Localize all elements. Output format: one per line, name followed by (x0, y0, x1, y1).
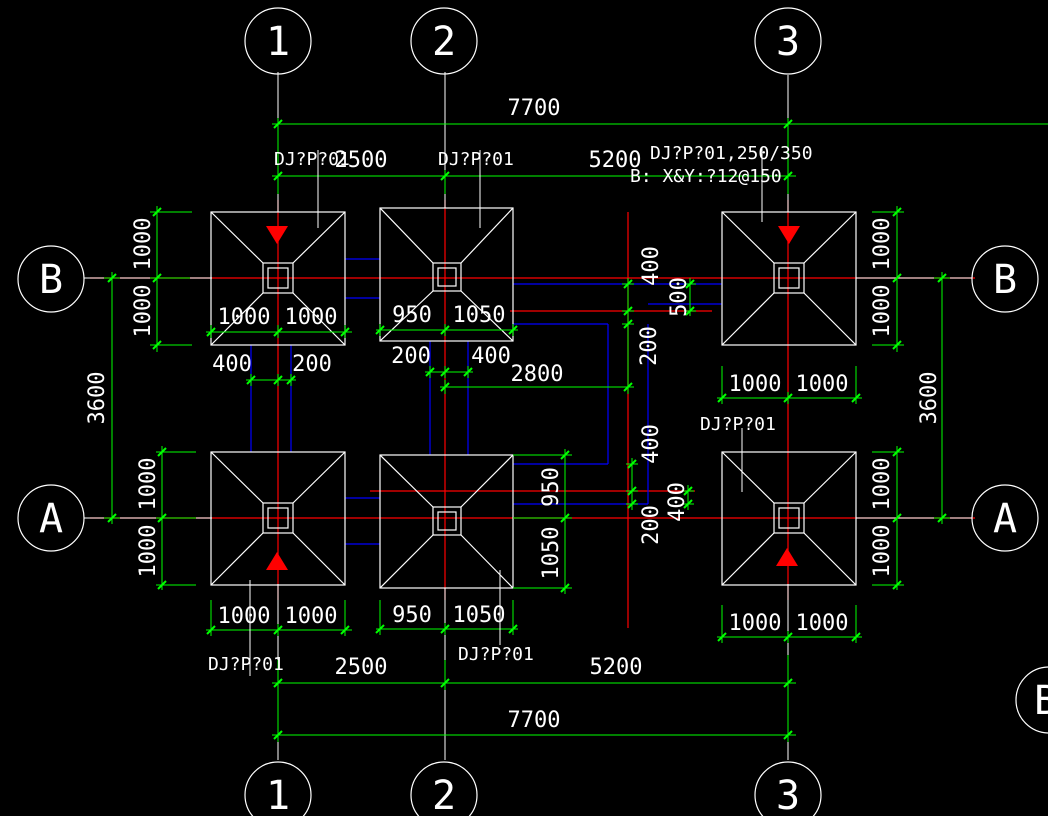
footing-tags: DJ?P?01 DJ?P?01 DJ?P?01,250/350 B: X&Y:?… (208, 143, 813, 675)
footing-b2 (379, 207, 514, 342)
marker-down-b1 (266, 226, 288, 244)
dim-a1-down: 1000 (136, 525, 161, 578)
grid-label-edge-right: B (1034, 678, 1048, 724)
dimension-texts: 7700 2500 5200 2500 5200 7700 1000 1000 … (85, 96, 942, 733)
tag-b3-rebar: B: X&Y:?12@150 (630, 166, 782, 187)
marker-up-a1 (266, 552, 288, 570)
grid-label-3-top: 3 (776, 19, 800, 65)
grid-bubbles (17, 7, 1048, 816)
dim-bottom-span-12: 2500 (335, 655, 388, 680)
axis-lines (90, 200, 975, 628)
grid-bubble-a-left (17, 484, 85, 552)
dim-mid-500: 500 (667, 277, 692, 317)
dim-a2-left: 950 (392, 603, 432, 628)
dim-mid-200-bot: 200 (639, 505, 664, 545)
leader-lines (249, 148, 763, 676)
section-markers (266, 226, 800, 570)
grid-bubble-3-bottom (754, 761, 822, 816)
dim-a2-right: 1050 (453, 603, 506, 628)
dim-b3-right: 1000 (796, 372, 849, 397)
dim-top-span-23: 5200 (589, 148, 642, 173)
dim-a1-left: 1000 (218, 604, 271, 629)
dim-a3-right: 1000 (796, 611, 849, 636)
grid-label-2-top: 2 (432, 19, 456, 65)
grid-bubble-1-top (244, 7, 312, 75)
dim-b2-off-l: 200 (391, 344, 431, 369)
tag-b3: DJ?P?01,250/350 (650, 143, 813, 164)
dim-left-3600: 3600 (85, 372, 110, 425)
grid-bubble-1-bottom (244, 761, 312, 816)
tag-b1: DJ?P?01 (274, 149, 350, 170)
grid-label-2-bottom: 2 (432, 773, 456, 816)
dim-b3-left: 1000 (729, 372, 782, 397)
footing-b1 (210, 211, 346, 346)
dim-a1-right: 1000 (285, 604, 338, 629)
beam-outlines (250, 258, 722, 545)
grid-label-3-bottom: 3 (776, 773, 800, 816)
dim-a2-down: 1050 (539, 527, 564, 580)
grid-label-b-right: B (993, 257, 1017, 303)
grid-label-1-bottom: 1 (266, 773, 290, 816)
dim-b3-up: 1000 (870, 218, 895, 271)
dim-mid-200-top: 200 (637, 326, 662, 366)
dimension-lines (104, 118, 1048, 742)
dim-a3-up: 1000 (870, 458, 895, 511)
dim-a2-up: 950 (539, 467, 564, 507)
dim-b1-off-r: 200 (292, 352, 332, 377)
grid-label-b-left: B (39, 257, 63, 303)
dim-b1-left: 1000 (218, 305, 271, 330)
grid-bubble-b-right (971, 245, 1039, 313)
dim-b1-off-l: 400 (212, 352, 252, 377)
dim-bottom-overall: 7700 (508, 708, 561, 733)
dim-a1-up: 1000 (136, 458, 161, 511)
dim-top-span-12: 2500 (335, 148, 388, 173)
dim-b1-down: 1000 (131, 285, 156, 338)
footing-a3 (721, 451, 857, 586)
grid-bubble-a-right (971, 484, 1039, 552)
dim-b3-down: 1000 (870, 285, 895, 338)
footing-a2 (379, 454, 514, 589)
dim-b1-up: 1000 (131, 218, 156, 271)
tag-b2: DJ?P?01 (438, 149, 514, 170)
dim-a3-down: 1000 (870, 525, 895, 578)
dim-b2-off-r: 400 (471, 344, 511, 369)
grid-bubble-edge-right (1015, 666, 1048, 734)
marker-down-b3 (778, 226, 800, 244)
grid-bubble-3-top (754, 7, 822, 75)
dim-mid-400-top: 400 (639, 246, 664, 286)
grid-bubble-labels: 1 2 3 B A B A 1 2 3 B (39, 19, 1048, 816)
dim-b2-right: 1050 (453, 303, 506, 328)
grid-bubble-2-bottom (410, 761, 478, 816)
grid-label-a-left: A (39, 496, 63, 542)
tag-a2: DJ?P?01 (458, 644, 534, 665)
grid-bubble-b-left (17, 245, 85, 313)
grid-label-a-right: A (993, 496, 1017, 542)
footing-a1 (210, 451, 346, 586)
footings (210, 207, 857, 589)
dim-mid-400-bot: 400 (639, 424, 664, 464)
footing-b3 (721, 211, 857, 346)
dim-bottom-span-23: 5200 (590, 655, 643, 680)
marker-up-a3 (776, 548, 798, 566)
grid-bubble-2-top (410, 7, 478, 75)
dimension-ticks (107, 119, 947, 740)
dim-b1-right: 1000 (285, 305, 338, 330)
dim-right-3600: 3600 (917, 372, 942, 425)
dim-mid-400-low: 400 (665, 482, 690, 522)
dim-b2-left: 950 (392, 303, 432, 328)
dim-a3-left: 1000 (729, 611, 782, 636)
tag-a3: DJ?P?01 (700, 414, 776, 435)
dim-top-overall: 7700 (508, 96, 561, 121)
grid-label-1-top: 1 (266, 19, 290, 65)
dim-mid-2800: 2800 (511, 362, 564, 387)
tag-a1: DJ?P?01 (208, 654, 284, 675)
